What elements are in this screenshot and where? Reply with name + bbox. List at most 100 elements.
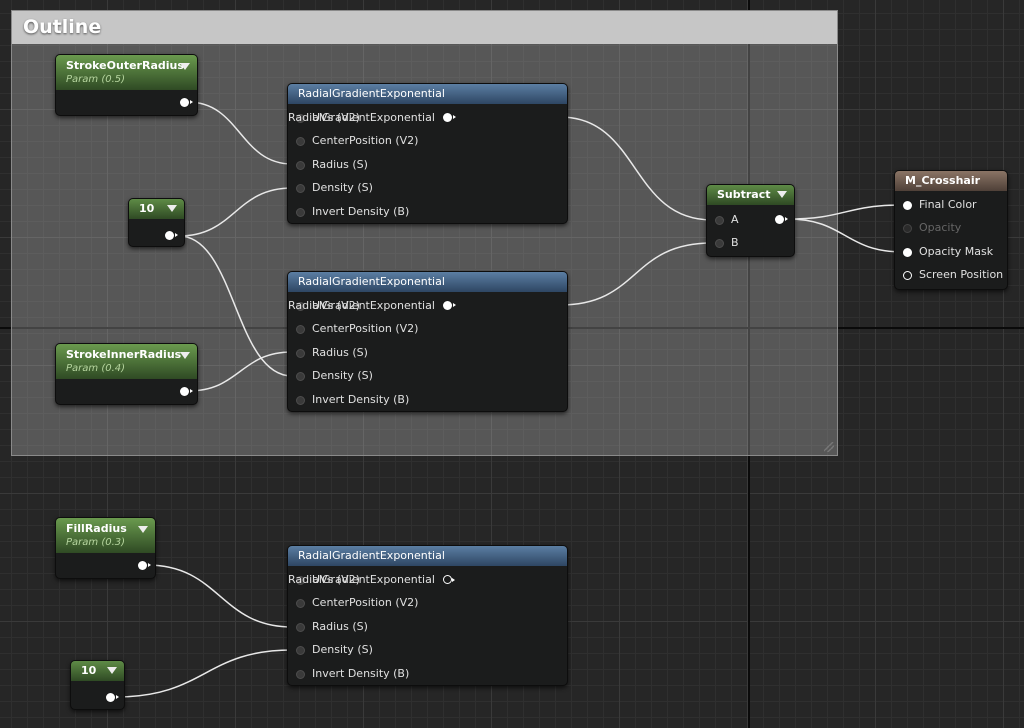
chevron-down-icon[interactable] bbox=[180, 352, 190, 359]
input-invert-density[interactable]: Invert Density (B) bbox=[288, 202, 409, 222]
input-pin-icon[interactable] bbox=[296, 114, 305, 123]
input-final-color[interactable]: Final Color bbox=[895, 195, 977, 215]
input-density[interactable]: Density (S) bbox=[288, 178, 373, 198]
graph-origin-axis-vertical bbox=[748, 0, 750, 728]
radial-gradient-node-1[interactable]: RadialGradientExponential UVs (V2) Cente… bbox=[287, 83, 568, 224]
wire-subtract-to-opacity-mask bbox=[787, 218, 904, 253]
param-node-fill-radius[interactable]: FillRadius Param (0.3) bbox=[55, 517, 156, 579]
input-pin-icon[interactable] bbox=[296, 325, 305, 334]
wire-inner-radius-to-rg2-radius bbox=[187, 351, 293, 392]
output-radial-gradient[interactable]: RadialGradientExponential bbox=[288, 570, 557, 590]
input-pin-icon[interactable] bbox=[715, 216, 724, 225]
input-opacity-mask[interactable]: Opacity Mask bbox=[895, 242, 993, 262]
input-invert-density[interactable]: Invert Density (B) bbox=[288, 664, 409, 684]
comment-resize-handle[interactable] bbox=[824, 442, 834, 452]
input-center-position[interactable]: CenterPosition (V2) bbox=[288, 593, 418, 613]
input-pin-icon[interactable] bbox=[296, 646, 305, 655]
input-pin-icon[interactable] bbox=[296, 396, 305, 405]
output-pin-icon[interactable] bbox=[443, 301, 457, 310]
output-pin-icon[interactable] bbox=[106, 693, 119, 702]
input-label: Invert Density (B) bbox=[312, 667, 410, 680]
input-label: Opacity Mask bbox=[919, 245, 994, 258]
input-pin-icon[interactable] bbox=[296, 184, 305, 193]
output-pin-icon[interactable] bbox=[180, 98, 193, 107]
input-radius[interactable]: Radius (S) bbox=[288, 617, 368, 637]
radial-gradient-node-2[interactable]: RadialGradientExponential UVs (V2) Cente… bbox=[287, 271, 568, 412]
output-pin-icon[interactable] bbox=[443, 113, 457, 122]
input-pin-icon[interactable] bbox=[296, 623, 305, 632]
output-pin-icon[interactable] bbox=[443, 575, 456, 584]
subtract-node[interactable]: Subtract A B bbox=[706, 184, 795, 257]
constant-node-1[interactable]: 10 bbox=[128, 198, 185, 247]
input-label: UVs (V2) bbox=[312, 111, 360, 124]
node-title: RadialGradientExponential bbox=[288, 272, 567, 292]
input-center-position[interactable]: CenterPosition (V2) bbox=[288, 319, 418, 339]
input-radius[interactable]: Radius (S) bbox=[288, 343, 368, 363]
input-center-position[interactable]: CenterPosition (V2) bbox=[288, 131, 418, 151]
output-pin-icon[interactable] bbox=[165, 231, 178, 240]
wire-fill-radius-to-rg3-radius bbox=[146, 564, 293, 628]
output-pin-icon[interactable] bbox=[138, 561, 151, 570]
node-title: RadialGradientExponential bbox=[288, 84, 567, 104]
output-pin-icon[interactable] bbox=[180, 387, 193, 396]
constant-value: 10 bbox=[139, 202, 155, 215]
input-pin-icon[interactable] bbox=[296, 599, 305, 608]
input-screen-position[interactable]: Screen Position bbox=[895, 265, 1003, 285]
input-radius[interactable]: Radius (S) bbox=[288, 155, 368, 175]
param-default-value: Param (0.4) bbox=[66, 363, 126, 374]
radial-gradient-node-3[interactable]: RadialGradientExponential UVs (V2) Cente… bbox=[287, 545, 568, 686]
output-label: RadialGradientExponential bbox=[288, 573, 435, 586]
input-label: UVs (V2) bbox=[312, 573, 360, 586]
output-radial-gradient[interactable]: RadialGradientExponential bbox=[288, 108, 557, 128]
input-pin-icon[interactable] bbox=[296, 161, 305, 170]
input-uvs[interactable]: UVs (V2) bbox=[288, 296, 360, 316]
chevron-down-icon[interactable] bbox=[777, 191, 787, 198]
input-pin-icon[interactable] bbox=[903, 271, 912, 280]
wire-outer-radius-to-rg1-radius bbox=[187, 101, 293, 165]
input-pin-icon[interactable] bbox=[296, 372, 305, 381]
input-label: Opacity bbox=[919, 221, 962, 234]
param-node-stroke-outer-radius[interactable]: StrokeOuterRadius Param (0.5) bbox=[55, 54, 198, 116]
material-result-node[interactable]: M_Crosshair Final Color Opacity Opacity … bbox=[894, 170, 1008, 290]
input-pin-icon[interactable] bbox=[715, 239, 724, 248]
input-label: CenterPosition (V2) bbox=[312, 596, 419, 609]
chevron-down-icon[interactable] bbox=[167, 205, 177, 212]
input-pin-icon[interactable] bbox=[296, 137, 305, 146]
input-opacity[interactable]: Opacity bbox=[895, 218, 961, 238]
node-title: Subtract bbox=[717, 188, 771, 201]
input-invert-density[interactable]: Invert Density (B) bbox=[288, 390, 409, 410]
input-pin-icon[interactable] bbox=[296, 576, 305, 585]
input-b[interactable]: B bbox=[707, 233, 739, 253]
chevron-down-icon[interactable] bbox=[138, 526, 148, 533]
input-label: Radius (S) bbox=[312, 620, 368, 633]
input-pin-icon[interactable] bbox=[903, 224, 912, 233]
output-radial-gradient[interactable]: RadialGradientExponential bbox=[288, 296, 557, 316]
input-label: A bbox=[731, 213, 739, 226]
wire-subtract-to-final-color bbox=[787, 204, 904, 220]
input-label: Invert Density (B) bbox=[312, 393, 410, 406]
input-label: Screen Position bbox=[919, 268, 1004, 281]
chevron-down-icon[interactable] bbox=[107, 667, 117, 674]
output-pin-icon[interactable] bbox=[775, 215, 788, 224]
input-label: Radius (S) bbox=[312, 346, 368, 359]
param-node-stroke-inner-radius[interactable]: StrokeInnerRadius Param (0.4) bbox=[55, 343, 198, 405]
constant-node-2[interactable]: 10 bbox=[70, 660, 125, 710]
input-uvs[interactable]: UVs (V2) bbox=[288, 108, 360, 128]
comment-title[interactable]: Outline bbox=[12, 11, 837, 44]
input-pin-icon[interactable] bbox=[296, 208, 305, 217]
input-pin-icon[interactable] bbox=[903, 201, 912, 210]
input-pin-icon[interactable] bbox=[903, 248, 912, 257]
wire-const2-to-rg3-density bbox=[115, 649, 293, 698]
input-pin-icon[interactable] bbox=[296, 302, 305, 311]
node-title: RadialGradientExponential bbox=[288, 546, 567, 566]
input-pin-icon[interactable] bbox=[296, 670, 305, 679]
input-uvs[interactable]: UVs (V2) bbox=[288, 570, 360, 590]
constant-value: 10 bbox=[81, 664, 97, 677]
input-density[interactable]: Density (S) bbox=[288, 640, 373, 660]
input-a[interactable]: A bbox=[707, 210, 739, 230]
param-default-value: Param (0.3) bbox=[66, 537, 126, 548]
input-pin-icon[interactable] bbox=[296, 349, 305, 358]
input-density[interactable]: Density (S) bbox=[288, 366, 373, 386]
chevron-down-icon[interactable] bbox=[180, 63, 190, 70]
